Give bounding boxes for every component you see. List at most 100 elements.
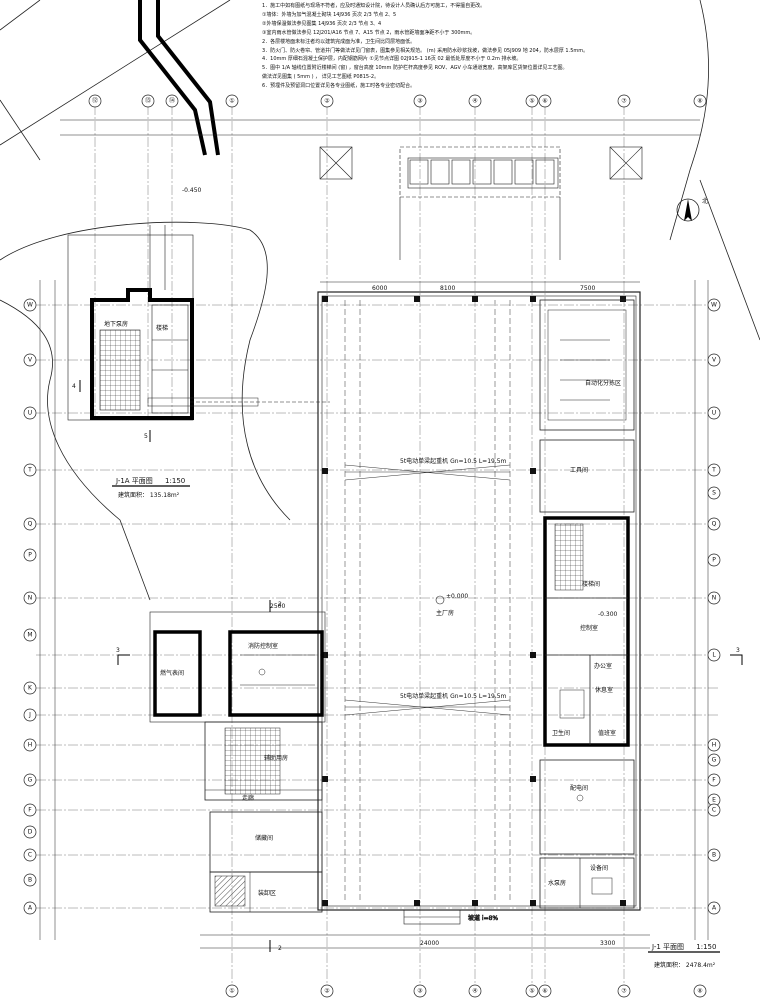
axis-right-1-label: V [712, 357, 717, 364]
main-scale-text: 1:150 [696, 943, 717, 951]
axis-left-1-label: V [28, 357, 33, 364]
axis-right-6-label: P [712, 557, 716, 564]
section-mark-4: 4 [72, 383, 76, 390]
axis-bottom-7: ⑧ [693, 984, 707, 998]
axis-bottom-7-label: ⑧ [697, 988, 702, 995]
axis-left-13-label: D [28, 829, 33, 836]
elev-1: ±0.000 [446, 593, 468, 600]
axis-top-6: ④ [468, 94, 482, 108]
axis-bottom-3-label: ④ [472, 988, 477, 995]
room-lounge: 休息室 [595, 686, 613, 694]
axis-left-8-label: K [28, 685, 33, 692]
room-fire: 消防控制室 [248, 642, 278, 650]
north-label: 北 [702, 197, 708, 205]
room-sub-pump: 地下泵房 [104, 320, 128, 328]
axis-top-2-label: ⑭ [169, 97, 175, 105]
room-tool: 工具间 [570, 466, 588, 474]
dim-5: 2500 [270, 603, 285, 610]
axis-right-12-label: E [712, 797, 716, 804]
axis-right-15-label: A [712, 905, 717, 912]
axis-top-2: ⑭ [165, 94, 179, 108]
axis-right-9: H [707, 738, 721, 752]
axis-top-7-label: ⑤ [529, 98, 534, 105]
sub-plan-area: 建筑面积： 135.18m² [118, 492, 180, 499]
axis-left-5: P [23, 548, 37, 562]
axis-top-9: ⑦ [617, 94, 631, 108]
axis-left-10: H [23, 738, 37, 752]
section-mark-3l: 3 [116, 647, 120, 654]
axis-left-3-label: T [27, 467, 32, 474]
axis-top-7: ⑤ [525, 94, 539, 108]
main-title-text: J-1 平面图 [652, 943, 685, 951]
dim-2: 8100 [440, 285, 455, 292]
axis-left-1: V [23, 353, 37, 367]
axis-left-2: U [23, 406, 37, 420]
axis-left-6: N [23, 591, 37, 605]
axis-right-7: N [707, 591, 721, 605]
axis-right-10-label: G [712, 757, 717, 764]
axis-bottom-2-label: ③ [417, 988, 422, 995]
section-mark-5: 5 [144, 433, 148, 440]
room-gas: 燃气表间 [160, 669, 184, 677]
axis-left-9-label: J [28, 712, 31, 719]
axis-right-8: L [707, 648, 721, 662]
main-plan-area: 建筑面积： 2478.4m² [654, 962, 716, 969]
dim-1: 6000 [372, 285, 387, 292]
axis-top-6-label: ④ [472, 98, 477, 105]
axis-left-13: D [23, 825, 37, 839]
note-line: ②外墙保温做法参见图集 14J936 页次 2/3 节点 3、4 [262, 20, 382, 27]
axis-top-10: ⑧ [693, 94, 707, 108]
note-line: 6．预埋件及预留洞口位置详见各专业图纸，施工时各专业密切配合。 [262, 83, 416, 90]
axis-left-7-label: M [27, 632, 32, 639]
axis-right-9-label: H [712, 742, 717, 749]
crane-tag-2: 5t电动单梁起重机 Gn=10.5 L=19.5m [400, 692, 507, 700]
axis-bottom-3: ④ [468, 984, 482, 998]
note-line: 2．各层楼地面未标注者均以建筑完成面为准，卫生间比同层地面低。 [262, 38, 416, 45]
note-line: 3．防火门、防火卷帘、管道井门等做法详见门窗表，图集参见相关规范。 (m) 采用… [262, 47, 589, 54]
axis-right-8-label: L [712, 652, 716, 659]
axis-right-2-label: U [712, 410, 716, 417]
room-pump: 水泵房 [548, 879, 566, 887]
axis-left-14-label: C [28, 852, 32, 859]
axis-right-4-label: S [712, 490, 716, 497]
axis-left-15-label: B [28, 877, 32, 884]
main-building: 5t电动单梁起重机 Gn=10.5 L=19.5m 5t电动单梁起重机 Gn=1… [317, 291, 641, 911]
section-mark-2t: 2 [278, 601, 282, 608]
axis-left-3: T [23, 463, 37, 477]
axis-right-6: P [707, 553, 721, 567]
general-notes: 1．施工中如有图纸与现场不符者，应及时通知设计院，待设计人员确认后方可施工，不得… [262, 2, 722, 91]
room-loading: 装卸区 [258, 889, 276, 897]
axis-top-3: ① [225, 94, 239, 108]
axis-right-5-label: Q [712, 521, 717, 528]
axis-top-10-label: ⑧ [697, 98, 702, 105]
dimension-lines [39, 119, 709, 949]
note-line: 做法详见图集 ( 5mm ) ， 详见工艺图纸 P0815-2。 [262, 74, 380, 81]
room-distribution: 配电间 [570, 784, 588, 792]
section-marks [79, 380, 743, 952]
axis-left-15: B [23, 873, 37, 887]
canopy-top [319, 146, 643, 260]
axis-right-5: Q [707, 517, 721, 531]
axis-top-8-label: ⑥ [542, 98, 547, 105]
axis-right-3-label: T [711, 467, 716, 474]
axis-left-0-label: W [27, 302, 33, 309]
dim-3: 24000 [420, 940, 439, 947]
axis-left-4-label: Q [28, 521, 33, 528]
dim-4: 7500 [580, 285, 595, 292]
room-sub-stair: 楼梯 [156, 324, 168, 332]
axis-top-5-label: ③ [417, 98, 422, 105]
section-mark-3r: 3 [736, 647, 740, 654]
axis-bottom-1-label: ② [324, 988, 330, 995]
note-line: ③室内雨水管做法参见 12J201/A16 节点 7、A15 节点 2，雨水管距… [262, 29, 476, 36]
axis-top-4: ② [320, 94, 334, 108]
axis-left-16: A [23, 901, 37, 915]
room-control: 控制室 [580, 624, 598, 632]
room-equip: 设备间 [590, 864, 608, 872]
axis-left-16-label: A [28, 905, 33, 912]
dim-6: 3300 [600, 940, 615, 947]
site-boundary [0, 0, 760, 601]
axis-bottom-5: ⑥ [538, 984, 552, 998]
axis-bottom-0: ① [225, 984, 239, 998]
